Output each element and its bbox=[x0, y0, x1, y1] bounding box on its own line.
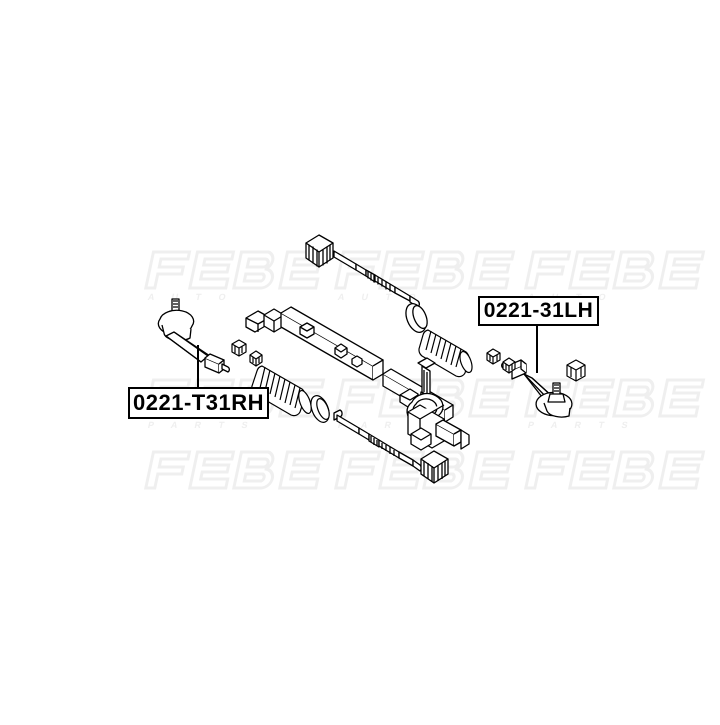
pinion-housing bbox=[406, 357, 470, 451]
febest-logo-icon bbox=[523, 250, 706, 290]
leader-line-lh bbox=[536, 325, 538, 373]
watermark-tile bbox=[140, 440, 330, 518]
febest-logo-icon bbox=[143, 450, 326, 490]
watermark-tile: A U T O bbox=[330, 240, 520, 318]
upper-inner-tie-rod bbox=[333, 250, 420, 308]
small-clamps bbox=[231, 339, 586, 382]
leader-line-rh bbox=[197, 345, 199, 388]
febest-logo-icon bbox=[333, 250, 516, 290]
clamp-ring-small-4 bbox=[502, 357, 516, 374]
clamp-ring-small-2 bbox=[249, 350, 263, 367]
upper-clamp-ring bbox=[405, 303, 428, 333]
lower-lock-nut bbox=[420, 450, 449, 484]
watermark-tile bbox=[520, 440, 710, 518]
part-number-label-rh[interactable]: 0221-T31RH bbox=[128, 387, 269, 419]
right-outer-tie-rod-end bbox=[501, 359, 573, 418]
upper-lock-nut bbox=[305, 234, 334, 268]
clamp-ring-small-3 bbox=[486, 348, 501, 365]
left-bellows-boot bbox=[251, 365, 330, 423]
clamp-ring-small-1 bbox=[231, 339, 247, 357]
right-bellows-boot bbox=[418, 329, 473, 378]
watermark-tile: A U T O bbox=[520, 240, 710, 318]
part-number-label-lh[interactable]: 0221-31LH bbox=[478, 296, 599, 326]
castle-nut-right bbox=[566, 359, 586, 382]
lower-inner-tie-rod bbox=[333, 409, 422, 472]
febest-logo-icon bbox=[523, 450, 706, 490]
